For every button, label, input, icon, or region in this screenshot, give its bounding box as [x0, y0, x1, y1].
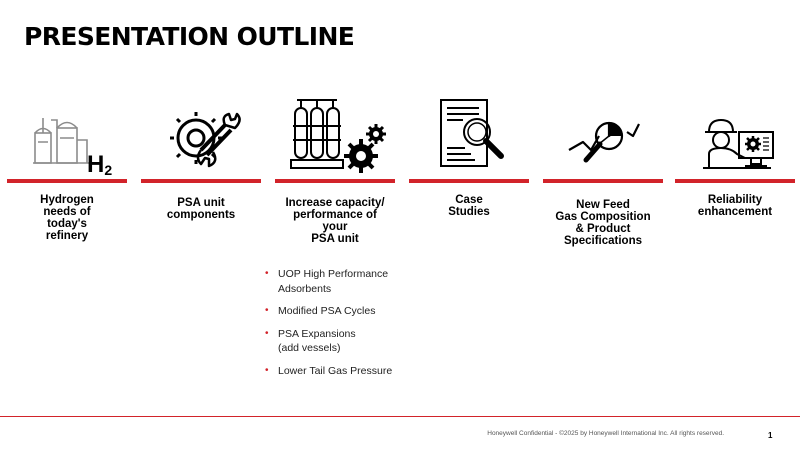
step-label: Case Studies — [448, 194, 490, 218]
step-divider — [7, 179, 127, 183]
bullet-item: •Modified PSA Cycles — [265, 305, 376, 317]
step-divider — [675, 179, 795, 183]
svg-text:H2: H2 — [87, 151, 112, 178]
gear-wrench-icon — [141, 92, 261, 178]
step-divider — [409, 179, 529, 183]
step-label: Hydrogen needs of today's refinery — [40, 194, 94, 242]
bullet-dot-icon: • — [265, 364, 269, 376]
engineer-monitor-icon — [675, 92, 795, 178]
footer-divider — [0, 416, 800, 417]
step-label: New Feed Gas Composition & Product Speci… — [555, 199, 651, 247]
step-label: Reliability enhancement — [697, 194, 773, 218]
document-magnifier-icon — [409, 92, 529, 178]
bullet-dot-icon: • — [265, 268, 269, 279]
step-label: PSA unit components — [166, 197, 236, 221]
footer-confidential: Honeywell Confidential - ©2025 by Honeyw… — [487, 430, 724, 437]
bullet-dot-icon: • — [265, 305, 269, 316]
page-number: 1 — [768, 431, 773, 440]
outline-step-new-feed: New Feed Gas Composition & Product Speci… — [543, 92, 663, 252]
step-divider — [275, 179, 395, 183]
step-divider — [141, 179, 261, 183]
step-divider — [543, 179, 663, 183]
outline-step-increase-capacity: Increase capacity/ performance of your P… — [275, 92, 395, 252]
bullet-dot-icon: • — [265, 327, 269, 339]
bullet-item: •PSA Expansions(add vessels) — [265, 327, 356, 355]
bullet-item: •Lower Tail Gas Pressure — [265, 364, 393, 377]
step-label: Increase capacity/ performance of your P… — [285, 197, 385, 245]
chart-magnifier-icon — [543, 92, 663, 178]
outline-step-hydrogen: H2 Hydrogen needs of today's refinery — [7, 92, 127, 252]
outline-step-psa-components: PSA unit components — [141, 92, 261, 252]
slide-title: PRESENTATION OUTLINE — [24, 22, 355, 51]
outline-step-reliability: Reliability enhancement — [675, 92, 795, 252]
outline-step-case-studies: Case Studies — [409, 92, 529, 252]
refinery-hydrogen-icon: H2 — [7, 92, 127, 178]
psa-vessels-gears-icon — [275, 92, 395, 178]
